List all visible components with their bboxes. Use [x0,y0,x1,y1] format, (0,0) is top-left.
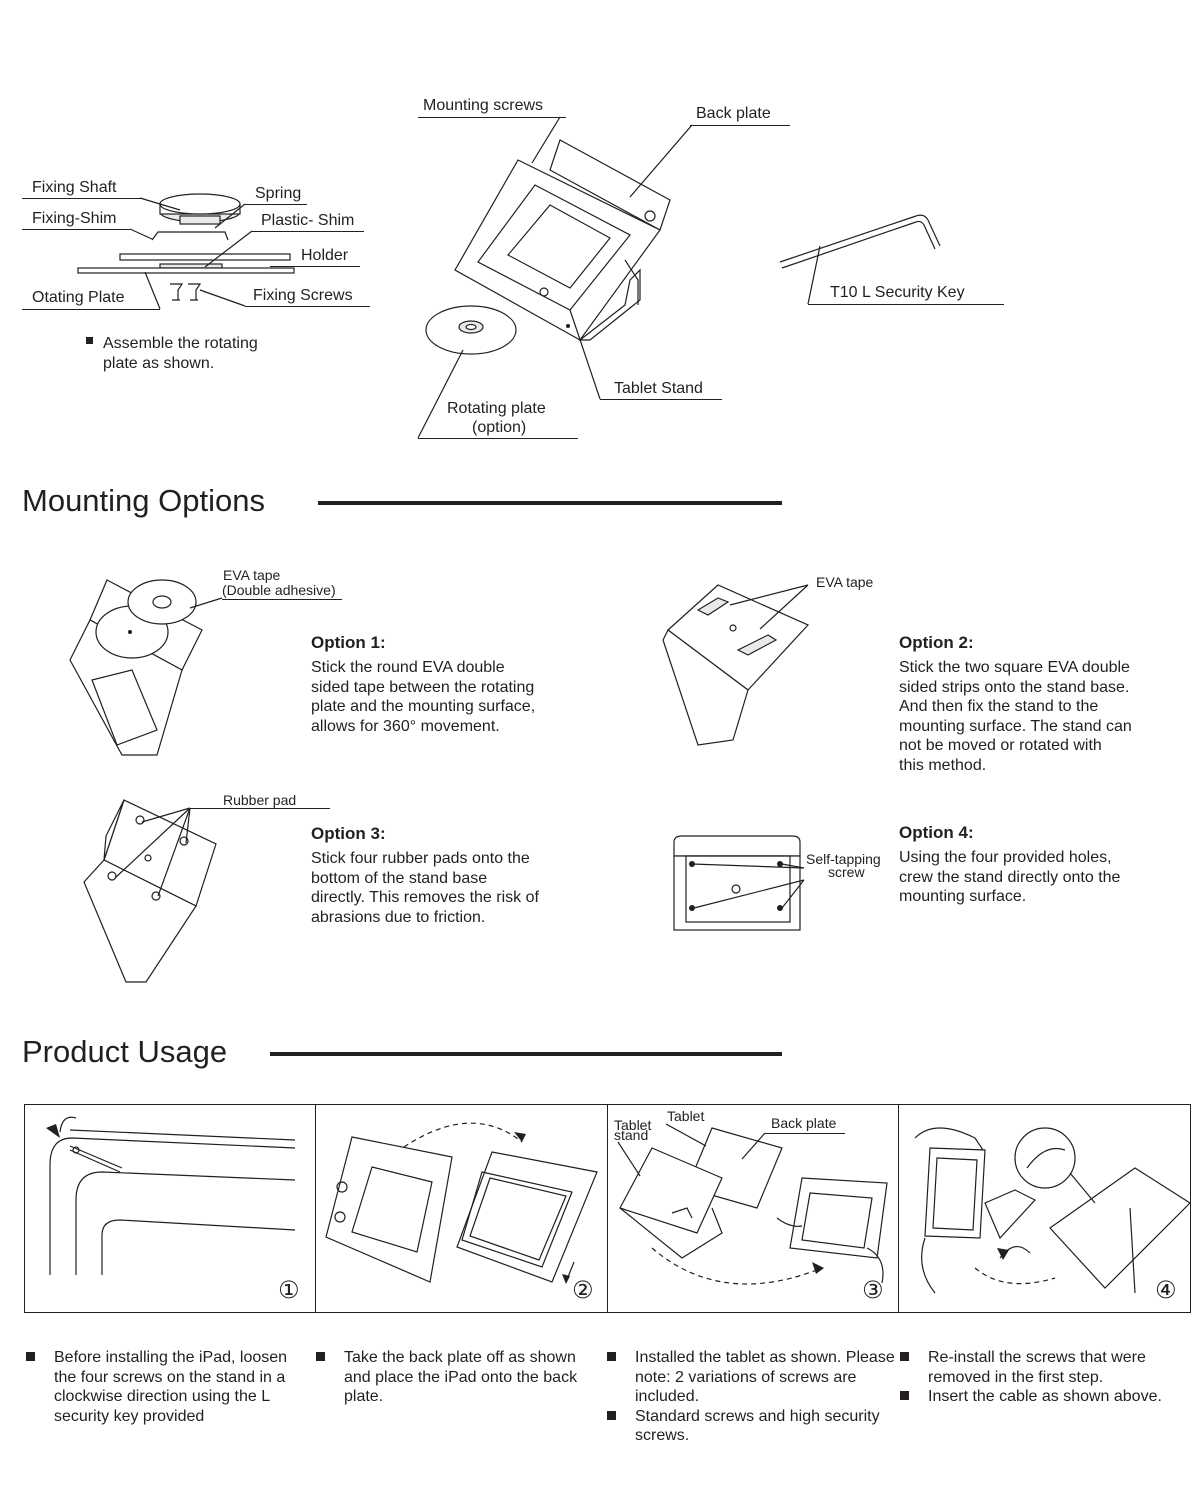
option-4-line: crew the stand directly onto the [899,868,1121,886]
option-4-text: Option 4: Using the four provided holes,… [899,822,1189,907]
rotating-plate-assembly-drawing [77,193,295,301]
rotating-plate-option-label: (option) [472,419,527,436]
step-3-number: ③ [862,1277,884,1304]
list-item: Installed the tablet as shown. Please no… [605,1348,897,1407]
usage-step-2-caption: Take the back plate off as shown and pla… [314,1348,604,1407]
spring-label: Spring [255,185,302,202]
eva-tape-double-adhesive-label: (Double adhesive) [222,582,336,598]
mounting-screws-label: Mounting screws [423,97,544,114]
option-2-drawing [662,584,810,746]
product-usage-title: Product Usage [22,1034,228,1069]
assemble-note-line-2: plate as shown. [103,354,215,372]
usage-step-1-drawing [46,1116,296,1275]
fixing-shim-label: Fixing-Shim [32,210,117,227]
option-4-line: mounting surface. [899,888,1027,905]
list-item: Before installing the iPad, loosen the f… [24,1348,309,1426]
eva-tape-label: EVA tape [223,567,281,583]
assemble-note: Assemble the rotating plate as shown. [86,334,258,373]
option-1-line: allows for 360° movement. [311,717,500,735]
back-plate-panel-label: Back plate [771,1115,837,1131]
mounting-options-title: Mounting Options [22,483,265,518]
list-item: Re-install the screws that were removed … [898,1348,1194,1387]
rotating-plate-drawing [425,305,517,355]
self-tapping-screw-label-2: screw [828,864,865,880]
option-3-drawing [83,799,217,983]
step-4-number: ④ [1155,1277,1177,1304]
option-2-text: Option 2: Stick the two square EVA doubl… [899,632,1189,775]
option-3-line: abrasions due to friction. [311,908,486,926]
option-2-line: mounting surface. The stand can [899,717,1132,735]
option-1-line: plate and the mounting surface, [311,698,536,715]
option-1-drawing [69,579,203,756]
tablet-stand-panel-label-2: stand [614,1127,649,1143]
otating-plate-label: Otating Plate [32,289,125,306]
security-key-label: T10 L Security Key [830,284,965,301]
usage-step-3-drawing [619,1127,888,1285]
step-2-number: ② [572,1277,594,1304]
option-4-line: Using the four provided holes, [899,849,1112,866]
option-3-line: Stick four rubber pads onto the [311,850,530,867]
option-2-title: Option 2: [899,633,974,652]
eva-tape-option-2-label: EVA tape [816,574,874,590]
tablet-stand-label: Tablet Stand [614,380,703,397]
option-2-line: Stick the two square EVA double [899,659,1130,676]
option-2-line: this method. [899,756,987,774]
back-plate-label: Back plate [696,105,771,122]
section-divider [318,501,782,505]
step-1-number: ① [278,1277,300,1304]
list-item: Standard screws and high security screws… [605,1407,897,1446]
option-1-title: Option 1: [311,633,386,652]
tablet-panel-label: Tablet [667,1108,705,1124]
rubber-pad-label: Rubber pad [223,792,297,808]
usage-step-1-caption: Before installing the iPad, loosen the f… [24,1348,309,1426]
fixing-shaft-label: Fixing Shaft [32,179,117,196]
holder-label: Holder [301,247,349,264]
tablet-stand-panel-label: Tablet [614,1117,652,1133]
option-3-title: Option 3: [311,824,386,843]
option-2-line: not be moved or rotated with [899,737,1102,754]
rotating-plate-label: Rotating plate [447,400,546,417]
option-1-line: Stick the round EVA double [311,659,505,676]
option-3-line: directly. This removes the risk of [311,889,539,906]
option-4-drawing [673,835,801,931]
assemble-note-line-1: Assemble the rotating [103,335,258,352]
self-tapping-screw-label: Self-tapping [806,851,881,867]
fixing-screws-label: Fixing Screws [253,287,353,304]
option-2-line: sided strips onto the stand base. [899,678,1130,696]
security-key-drawing [779,214,941,269]
list-item: Insert the cable as shown above. [898,1387,1194,1407]
usage-panels [24,1104,1191,1313]
tablet-stand-drawing [454,139,671,341]
section-divider [270,1052,782,1056]
option-1-line: sided tape between the rotating [311,678,535,696]
plastic-shim-label: Plastic- Shim [261,212,355,229]
usage-step-2-drawing [325,1122,598,1284]
option-3-text: Option 3: Stick four rubber pads onto th… [311,823,601,927]
usage-step-4-drawing [914,1127,1191,1294]
option-3-line: bottom of the stand base [311,869,488,887]
option-2-line: And then fix the stand to the [899,698,1099,715]
list-item: Take the back plate off as shown and pla… [314,1348,604,1407]
option-1-text: Option 1: Stick the round EVA double sid… [311,632,591,736]
usage-step-4-caption: Re-install the screws that were removed … [898,1348,1194,1407]
option-4-title: Option 4: [899,823,974,842]
usage-step-3-caption: Installed the tablet as shown. Please no… [605,1348,897,1446]
